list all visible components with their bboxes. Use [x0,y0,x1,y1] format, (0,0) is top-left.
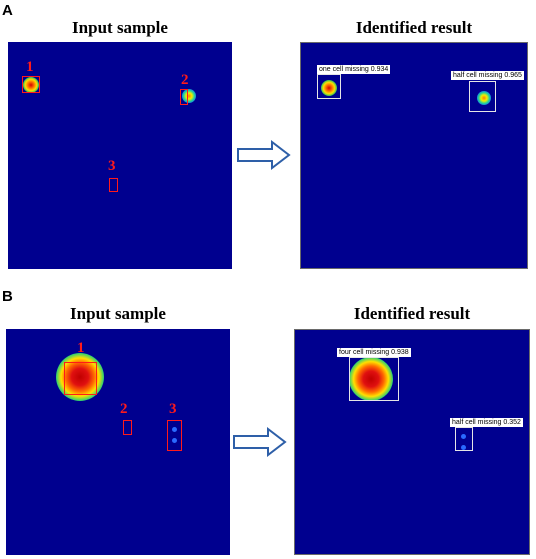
panel-b-input-image: 1 2 3 [6,329,230,555]
panel-a-region-label-3: 3 [108,158,116,174]
panel-b-result-image: four cell missing 0.938 half cell missin… [294,329,530,555]
panel-b-region-box-1 [64,362,97,395]
panel-a-region-box-3 [109,178,118,192]
panel-a-region-label-2: 2 [181,72,189,88]
panel-a-detection-box-1 [317,74,341,99]
panel-b-region-box-2 [123,420,132,435]
panel-a-detection-box-2 [469,81,496,112]
panel-a-region-label-1: 1 [26,59,34,75]
panel-a-input-image: 1 2 3 [8,42,232,269]
panel-b-detection-box-2 [455,427,473,451]
panel-b-detection-box-1 [349,357,399,401]
panel-b-region-label-1: 1 [77,340,85,356]
panel-a-letter: A [2,2,13,19]
panel-b-hotspot-3b [172,438,177,443]
panel-b-letter: B [2,288,13,305]
panel-a-result-image: one cell missing 0.934 half cell missing… [300,42,528,269]
panel-a-detection-label-1: one cell missing 0.934 [317,65,391,74]
panel-b-region-label-2: 2 [120,401,128,417]
panel-b-detection-label-2: half cell missing 0.352 [450,418,523,427]
panel-a-result-title: Identified result [355,18,473,37]
panel-a-region-box-1 [22,76,40,93]
panel-b-input-title: Input sample [70,304,166,323]
panel-b-detection-label-1: four cell missing 0.938 [337,348,411,357]
panel-b-result-title: Identified result [353,304,471,323]
panel-a-hotspot-1 [23,77,39,93]
panel-b-result-hotspot-a [461,434,466,439]
panel-a-result-hotspot-1 [321,80,337,96]
panel-b-region-label-3: 3 [169,401,177,417]
panel-a-result-hotspot-2 [477,91,491,105]
panel-a-detection-label-2: half cell missing 0.965 [451,71,524,80]
panel-a-arrow-icon [237,140,291,170]
panel-b-hotspot-3a [172,427,177,432]
panel-b-result-hotspot-b [461,445,466,450]
panel-b-result-hotspot-1 [349,357,393,401]
panel-b-region-box-3 [167,420,182,451]
panel-b-arrow-icon [233,427,287,457]
panel-a-region-box-2 [180,89,188,105]
panel-a-input-title: Input sample [72,18,168,37]
panel-a-hotspot-2 [182,89,196,103]
